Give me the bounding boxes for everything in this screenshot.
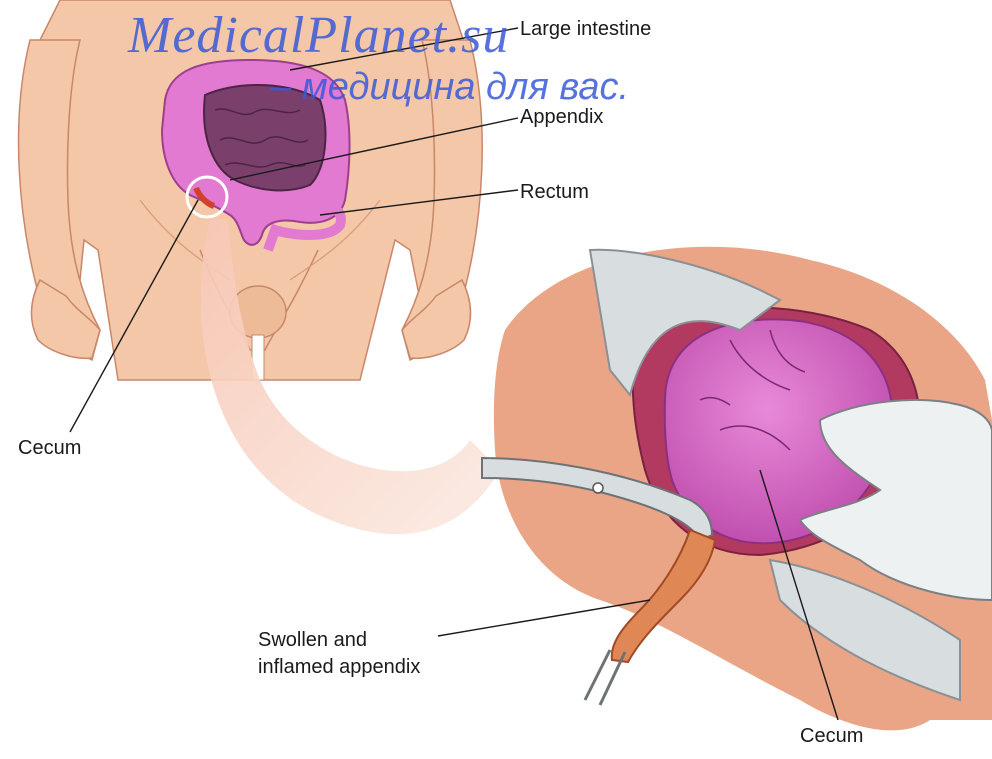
surgical-view [482,247,992,731]
label-cecum-left: Cecum [18,436,81,460]
label-cecum-bottom: Cecum [800,724,863,748]
watermark-site: MedicalPlanet.su [128,6,509,65]
label-large-intestine: Large intestine [520,17,651,41]
label-swollen-line1: Swollen and [258,628,367,652]
watermark-tagline: – медицина для вас. [270,66,629,109]
label-rectum: Rectum [520,180,589,204]
label-swollen-line2: inflamed appendix [258,655,420,679]
